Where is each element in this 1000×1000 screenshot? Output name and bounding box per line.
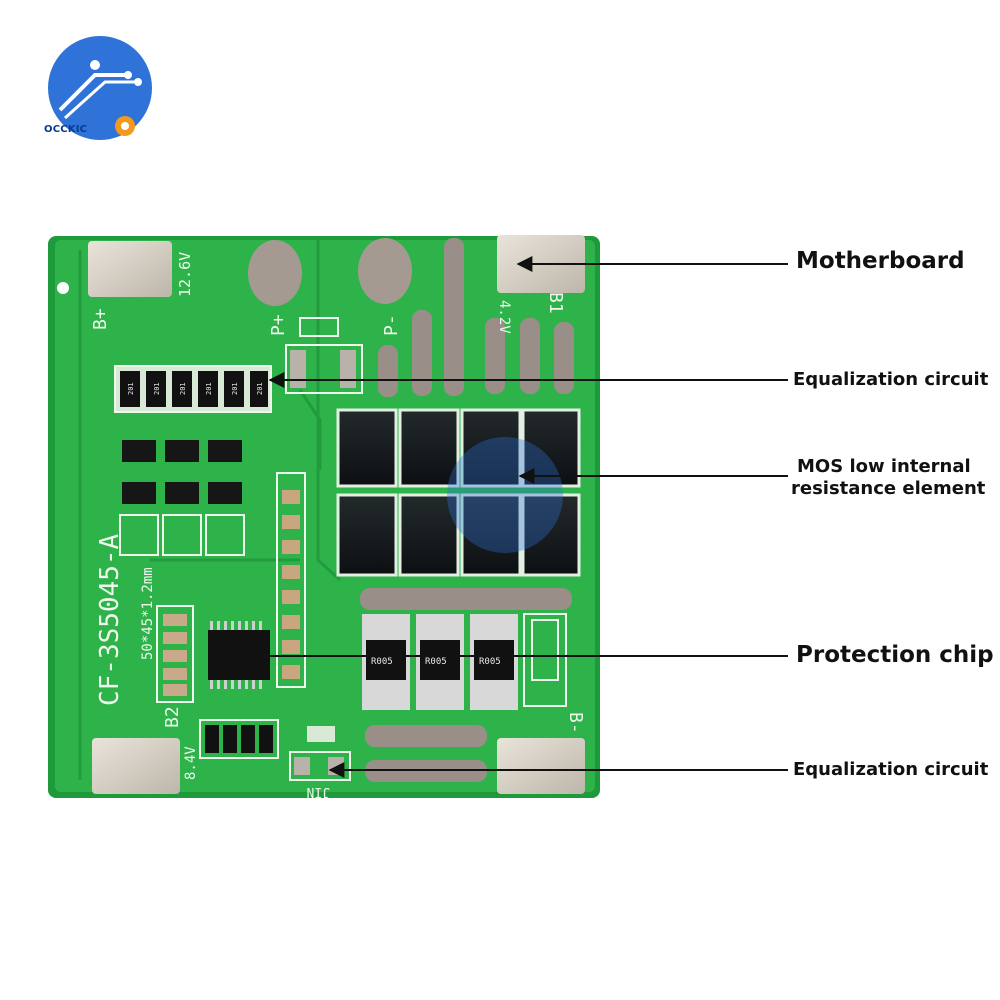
resistor-code: 201: [205, 382, 213, 395]
pad-label-b-plus: B+: [90, 308, 111, 330]
callout-mos-line1: MOS low internal: [797, 456, 971, 477]
board-silkscreen: B+ 12.6V P+ P- 4.2V B1 CF-3S5045-A 50*45…: [90, 252, 586, 799]
pad-label-jin: JIN: [307, 784, 330, 799]
brand-logo: [48, 36, 152, 140]
resistor-code: 201: [231, 382, 239, 395]
pad-label-8-4v: 8.4V: [183, 746, 199, 780]
shunt-resistors: [362, 613, 567, 710]
shunt-code: R005: [479, 657, 501, 667]
pad-label-p-plus: P+: [268, 314, 289, 336]
resistor-code: 201: [153, 382, 161, 395]
board-model: CF-3S5045-A: [95, 533, 125, 706]
board-size: 50*45*1.2mm: [140, 567, 156, 660]
callout-mos-line2: resistance element: [791, 478, 986, 499]
shunt-code: R005: [425, 657, 447, 667]
resistor-code: 201: [179, 382, 187, 395]
resistor-code: 201: [256, 382, 264, 395]
transistor-column: [122, 440, 242, 504]
resistor-array-top: [114, 365, 272, 413]
resistor-code: 201: [127, 382, 135, 395]
callout-protection-chip: Protection chip: [796, 642, 994, 668]
callout-motherboard: Motherboard: [796, 248, 965, 274]
pad-label-4-2v: 4.2V: [496, 300, 512, 334]
pad-label-b2: B2: [162, 706, 183, 728]
pad-label-b-minus: B-: [565, 712, 586, 734]
brand-name: OCCKIC: [44, 124, 88, 135]
callout-lines: [238, 256, 788, 778]
pcb-board: [48, 235, 600, 798]
callout-equalization-top: Equalization circuit: [793, 369, 989, 390]
mosfet-array: [336, 408, 581, 577]
callout-equalization-bottom: Equalization circuit: [793, 759, 989, 780]
shunt-code: R005: [371, 657, 393, 667]
pad-label-p-minus: P-: [381, 314, 402, 336]
pad-label-b1: B1: [545, 292, 566, 314]
pad-label-12-6v: 12.6V: [176, 252, 194, 297]
